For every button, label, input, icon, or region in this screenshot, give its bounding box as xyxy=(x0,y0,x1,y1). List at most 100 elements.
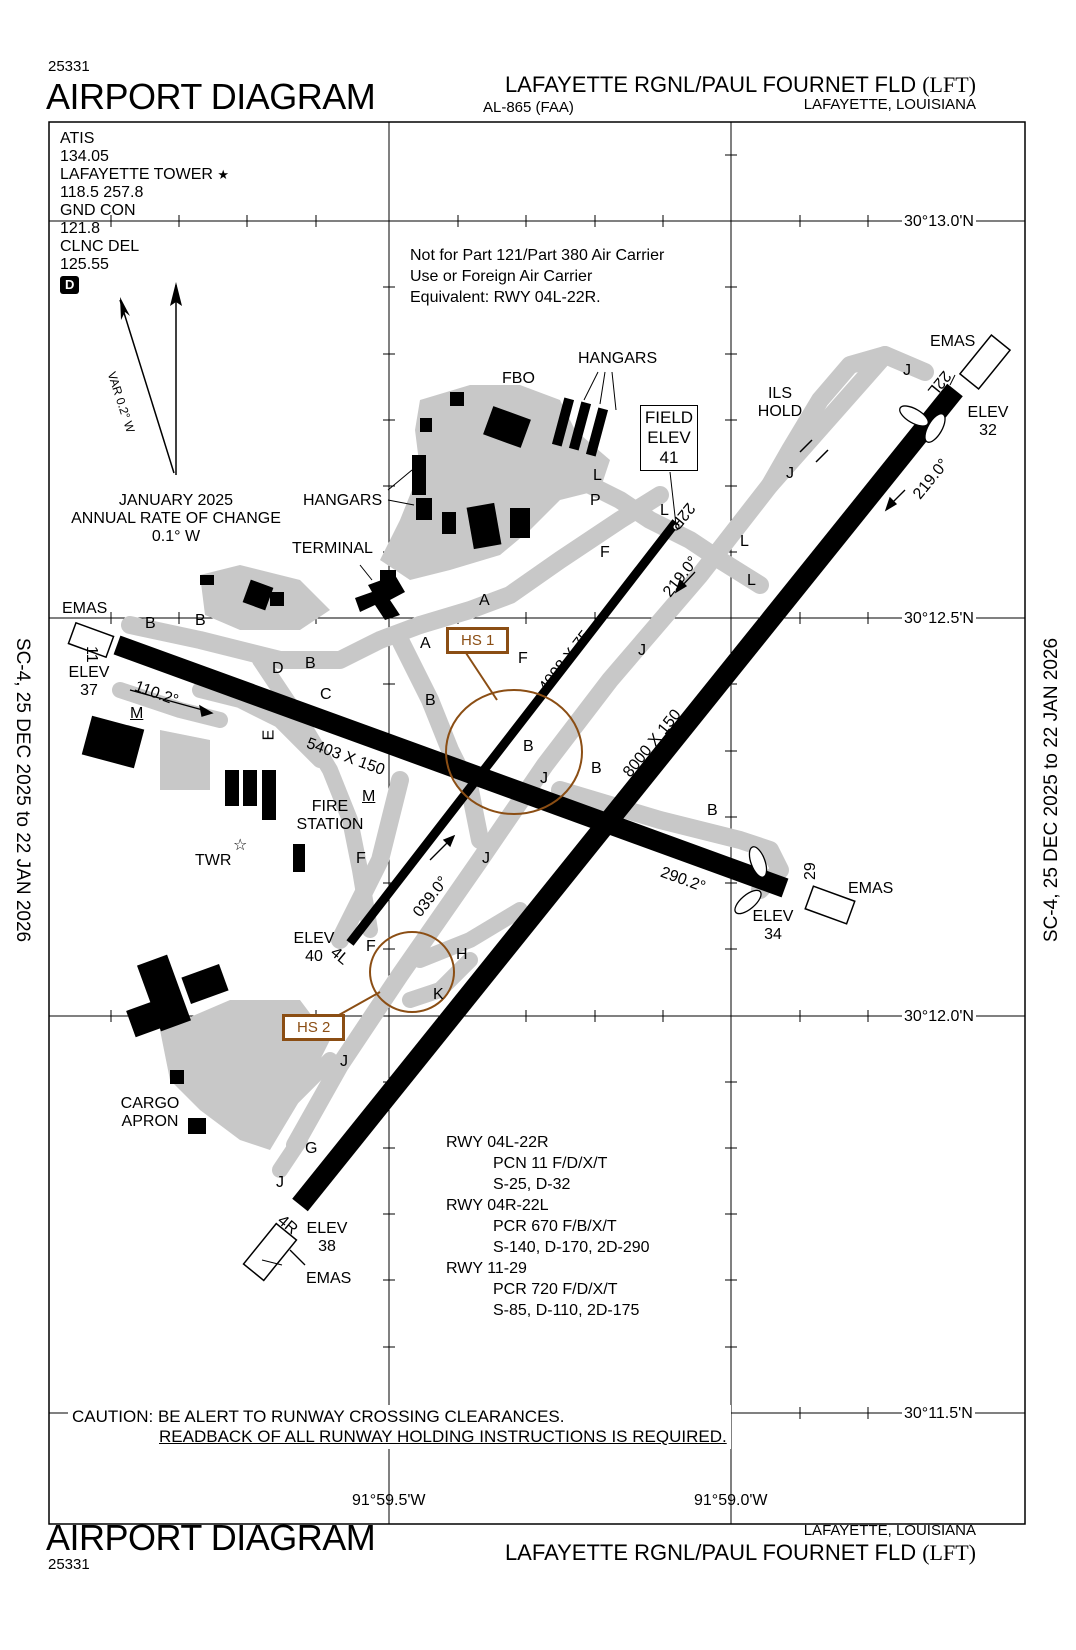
rwy-11-29-weights: S-85, D-110, 2D-175 xyxy=(493,1302,640,1319)
elev-4l: ELEV 40 xyxy=(293,930,335,966)
taxiway-j-7: J xyxy=(276,1174,284,1191)
emas-w-label: EMAS xyxy=(62,600,108,617)
terminal-annex xyxy=(380,570,396,584)
taxiway-b-3: B xyxy=(305,655,316,672)
taxiway-m-1: M xyxy=(130,705,144,722)
rwy-04l-22r-weights: S-25, D-32 xyxy=(493,1176,571,1193)
rwy-04l-22r-id: RWY 04L-22R xyxy=(446,1134,549,1151)
fbo-label: FBO xyxy=(502,370,535,387)
elev-11-value: 37 xyxy=(80,682,98,699)
taxiway-pavement xyxy=(112,346,934,1178)
ils-hold-label: ILS HOLD xyxy=(755,385,805,421)
rwy-end-29: 29 xyxy=(802,862,819,880)
part121-line-1: Not for Part 121/Part 380 Air Carrier xyxy=(410,247,665,264)
taxiway-l-2: L xyxy=(660,502,669,519)
atis-label: ATIS xyxy=(60,130,95,147)
fbo-building xyxy=(483,406,531,448)
variation-rate-value: 0.1° W xyxy=(151,528,201,545)
elev-29: ELEV 34 xyxy=(752,908,794,944)
elev-29-value: 34 xyxy=(764,926,782,943)
frequencies-block: ATIS 134.05 LAFAYETTE TOWER ★ 118.5 257.… xyxy=(60,130,229,294)
terminal-apron xyxy=(380,385,610,580)
tower-label-text: LAFAYETTE TOWER xyxy=(60,166,213,183)
hangar-10 xyxy=(450,392,464,406)
tower-symbol: ☆ xyxy=(233,837,247,854)
emas-e-label: EMAS xyxy=(848,880,894,897)
variation-date: JANUARY 2025 xyxy=(118,492,234,509)
cargo-building-4 xyxy=(170,1070,184,1084)
rwy-04r-22l-id: RWY 04R-22L xyxy=(446,1197,549,1214)
hangar-4 xyxy=(466,502,502,550)
taxiway-p: P xyxy=(590,492,601,509)
runways xyxy=(113,383,963,1212)
hangars-left-label: HANGARS xyxy=(303,492,383,509)
mag-north-arrow xyxy=(120,297,130,320)
variation-rate-label: ANNUAL RATE OF CHANGE xyxy=(71,510,281,527)
runway-04l-22r xyxy=(346,519,680,946)
hangar-1 xyxy=(551,397,575,447)
taxiway-g: G xyxy=(305,1140,318,1157)
ils-label-2: HOLD xyxy=(757,403,803,420)
emas-sw xyxy=(242,1222,298,1282)
building-w1 xyxy=(225,770,239,806)
fire-station-label: FIRE STATION xyxy=(290,798,370,834)
tower-frequency: 118.5 257.8 xyxy=(60,184,144,201)
taxiway-c: C xyxy=(320,686,332,703)
approach-lights xyxy=(734,405,946,915)
ils-label-1: ILS xyxy=(767,385,792,402)
fire-station-building xyxy=(293,844,305,872)
cargo-building-3 xyxy=(126,1000,164,1038)
hangar-7 xyxy=(416,498,432,520)
d-atis-badge: D xyxy=(60,276,80,294)
cargo-label-2: APRON xyxy=(121,1113,179,1130)
emas-w xyxy=(67,621,115,659)
elev-11: ELEV 37 xyxy=(68,664,110,700)
hangar-5 xyxy=(510,508,530,538)
elev-11-label: ELEV xyxy=(68,664,110,681)
taxiway-j-3: J xyxy=(638,642,646,659)
taxiway-d: D xyxy=(272,660,284,677)
mag-north-line xyxy=(119,299,175,474)
building-nw3 xyxy=(200,575,214,585)
building-west xyxy=(81,715,145,769)
rwy-04r-22l-pcr: PCR 670 F/B/X/T xyxy=(493,1218,617,1235)
rwy-04l-22r-pcn: PCN 11 F/D/X/T xyxy=(493,1155,608,1172)
hangars-top-label: HANGARS xyxy=(578,350,658,367)
taxiway-j-1: J xyxy=(903,362,911,379)
taxiway-l-1: L xyxy=(593,467,602,484)
caution-line-1: CAUTION: BE ALERT TO RUNWAY CROSSING CLE… xyxy=(72,1407,565,1426)
ground-label: GND CON xyxy=(60,202,136,219)
emas-beds xyxy=(67,333,1012,1282)
lat-1200: 30°12.0'N xyxy=(902,1008,976,1026)
taxiway-b-5: B xyxy=(523,738,534,755)
tower-label: LAFAYETTE TOWER ★ xyxy=(60,166,229,184)
elev-4r-label: ELEV xyxy=(306,1220,348,1237)
chart-frame xyxy=(48,121,1026,1525)
runway-11-29 xyxy=(113,635,789,898)
ils-hold-marks xyxy=(799,439,829,463)
caution-line-2: READBACK OF ALL RUNWAY HOLDING INSTRUCTI… xyxy=(159,1427,727,1446)
taxiway-f-2: F xyxy=(518,650,528,667)
field-elev-box: FIELD ELEV 41 xyxy=(640,405,698,471)
chart-title-bottom: AIRPORT DIAGRAM xyxy=(46,1517,376,1558)
emas-ne xyxy=(958,333,1012,391)
airport-name-text: LAFAYETTE RGNL/PAUL FOURNET FLD xyxy=(504,72,917,97)
twr-label: TWR xyxy=(195,852,232,869)
west-apron xyxy=(160,730,210,790)
city-state-bottom: LAFAYETTE, LOUISIANA xyxy=(803,1522,976,1539)
elev-22l: ELEV 32 xyxy=(967,404,1009,440)
hot-spot-2-label: HS 2 xyxy=(282,1014,346,1041)
taxiway-a-2: A xyxy=(420,635,431,652)
hot-spot-1-label: HS 1 xyxy=(446,627,510,654)
fire-label-1: FIRE xyxy=(311,798,349,815)
fire-label-2: STATION xyxy=(296,816,364,833)
cargo-building-5 xyxy=(188,1118,206,1134)
part121-line-2: Use or Foreign Air Carrier xyxy=(410,268,593,285)
cargo-building-2 xyxy=(181,964,229,1004)
lon-5900: 91°59.0'W xyxy=(694,1492,768,1509)
rwy-04r-22l-weights: S-140, D-170, 2D-290 xyxy=(493,1239,650,1256)
variation-info: JANUARY 2025 ANNUAL RATE OF CHANGE 0.1° … xyxy=(66,492,286,546)
hangar-2 xyxy=(568,401,592,451)
taxiway-b-7: B xyxy=(707,802,718,819)
city-state-top: LAFAYETTE, LOUISIANA xyxy=(803,96,976,113)
